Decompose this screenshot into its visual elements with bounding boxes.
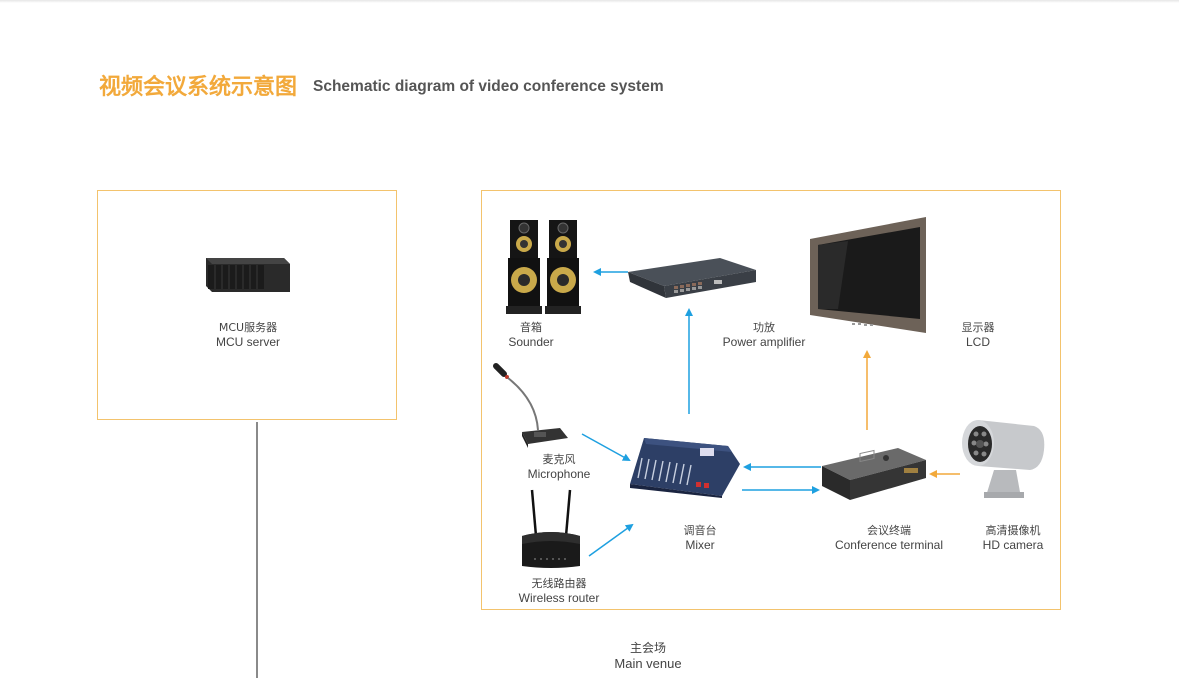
router-label-cn: 无线路由器 [531, 577, 587, 590]
mcu-server-label-cn: MCU服务器 [218, 321, 278, 334]
amplifier-label-cn: 功放 [752, 321, 775, 334]
sounder-label-en: Sounder [508, 335, 554, 349]
sounder-label: 音箱 Sounder [508, 321, 553, 349]
mixer-label-cn: 调音台 [683, 524, 717, 537]
lcd-label: 显示器 LCD [962, 321, 995, 349]
amplifier-label-en: Power amplifier [722, 335, 806, 349]
camera-label-en: HD camera [982, 538, 1044, 552]
main-venue-label-cn: 主会场 [629, 641, 666, 655]
wireless-router-icon [522, 489, 580, 568]
page-title-en: Schematic diagram of video conference sy… [313, 78, 664, 95]
microphone-label-en: Microphone [527, 467, 591, 481]
mcu-panel [97, 190, 397, 420]
arrow-router-to-mixer [588, 523, 634, 557]
terminal-label-cn: 会议终端 [867, 524, 911, 537]
microphone-icon [493, 363, 568, 448]
top-divider [0, 0, 1179, 3]
speaker-icon [506, 220, 581, 314]
terminal-label: 会议终端 Conference terminal [835, 524, 943, 552]
mcu-server-icon [206, 258, 290, 292]
terminal-label-en: Conference terminal [834, 538, 944, 552]
lcd-label-cn: 显示器 [961, 321, 995, 334]
hd-camera-icon [962, 420, 1045, 498]
camera-label: 高清摄像机 HD camera [983, 524, 1044, 552]
mixer-label-en: Mixer [685, 538, 715, 552]
mcu-server-label-en: MCU server [215, 335, 281, 349]
lcd-label-en: LCD [965, 335, 990, 349]
main-venue-panel [481, 190, 1061, 610]
conference-terminal-icon [822, 448, 926, 500]
microphone-label-cn: 麦克风 [542, 453, 576, 466]
page-title-cn: 视频会议系统示意图 [99, 75, 298, 100]
main-venue-label-en: Main venue [614, 656, 682, 671]
lcd-monitor-icon [810, 217, 926, 333]
mcu-connector-line [256, 422, 258, 678]
power-amplifier-icon [628, 258, 756, 298]
amplifier-label: 功放 Power amplifier [723, 321, 806, 349]
router-label: 无线路由器 Wireless router [519, 577, 600, 605]
sounder-label-cn: 音箱 [520, 321, 542, 334]
mixer-icon [630, 438, 740, 498]
mixer-label: 调音台 Mixer [684, 524, 717, 552]
router-label-en: Wireless router [518, 591, 600, 605]
mcu-server-label: MCU服务器 MCU server [216, 321, 280, 349]
main-venue-label: 主会场 Main venue [614, 640, 681, 672]
microphone-label: 麦克风 Microphone [528, 453, 591, 481]
camera-label-cn: 高清摄像机 [985, 524, 1041, 537]
arrow-microphone-to-mixer [581, 433, 631, 461]
